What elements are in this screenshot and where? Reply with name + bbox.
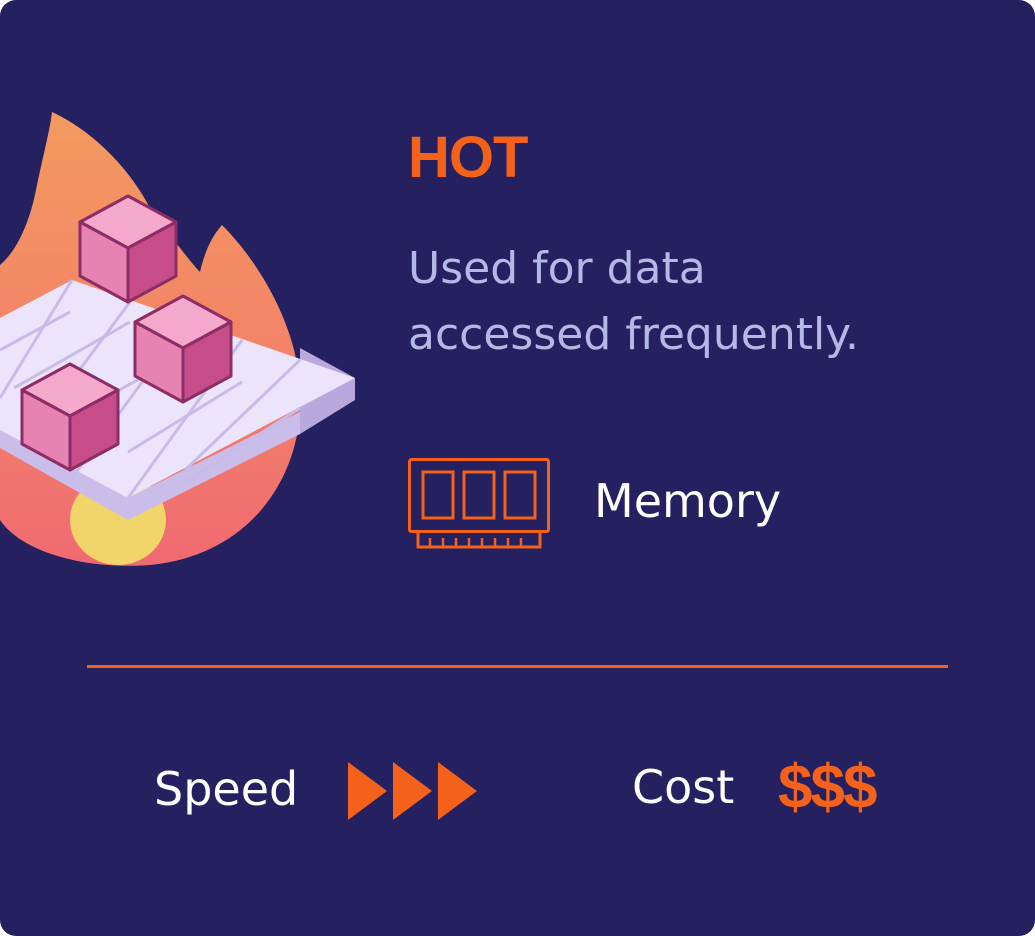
memory-chip-icon bbox=[408, 458, 550, 549]
storage-label: Memory bbox=[594, 474, 782, 528]
tier-description-line-2: accessed frequently. bbox=[408, 309, 859, 360]
cost-label: Cost bbox=[632, 760, 735, 814]
flame-data-blocks-illustration bbox=[0, 112, 355, 566]
tier-description: Used for data accessed frequently. bbox=[408, 236, 968, 368]
tier-description-line-1: Used for data bbox=[408, 243, 706, 294]
speed-label: Speed bbox=[154, 762, 299, 816]
tier-title: HOT bbox=[408, 125, 528, 190]
divider bbox=[87, 665, 948, 668]
speed-arrow-3 bbox=[438, 762, 477, 820]
fast-forward-arrows-icon bbox=[348, 762, 477, 820]
speed-arrow-2 bbox=[393, 762, 432, 820]
cost-value: $$$ bbox=[778, 753, 877, 822]
speed-arrow-1 bbox=[348, 762, 387, 820]
